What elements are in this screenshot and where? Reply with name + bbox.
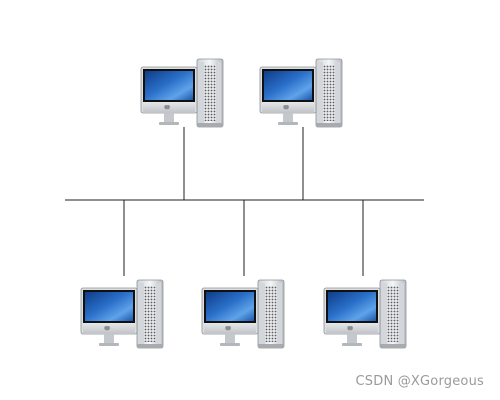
computer-icon — [259, 58, 343, 128]
watermark-text: CSDN @XGorgeous — [355, 374, 484, 389]
computer-icon — [140, 58, 224, 128]
computer-icon — [323, 279, 407, 349]
computer-icon — [201, 279, 285, 349]
computer-icon — [80, 279, 164, 349]
